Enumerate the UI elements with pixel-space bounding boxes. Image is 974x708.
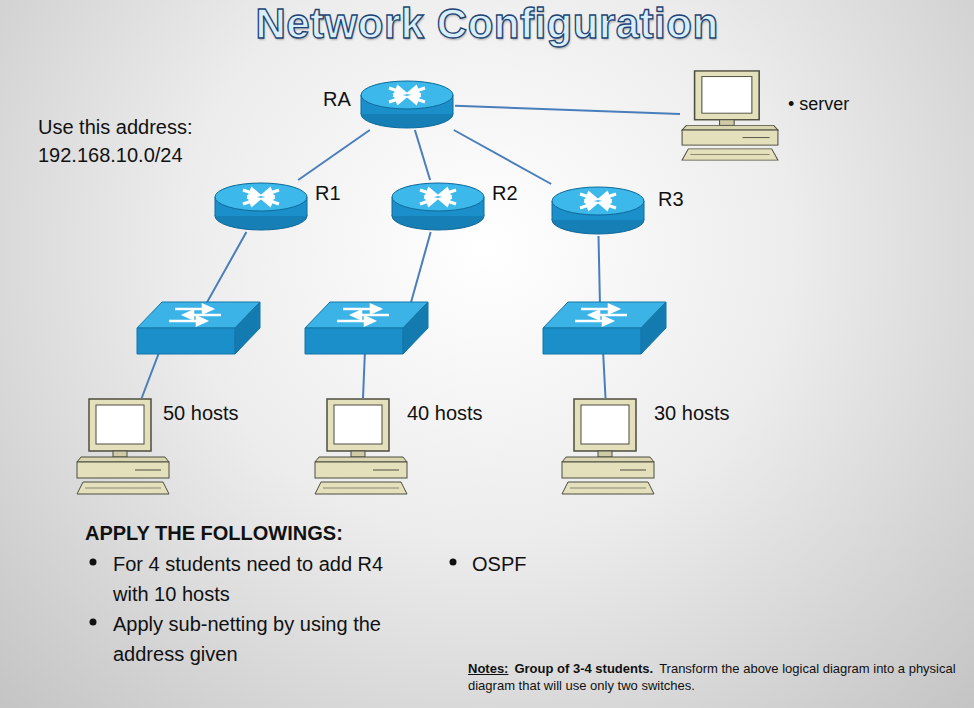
notes-block: Notes:Group of 3-4 students.Transform th…: [468, 660, 968, 694]
server-node: • server: [680, 70, 780, 162]
router-symbol: [213, 180, 309, 232]
network-link: [298, 130, 370, 180]
address-text: Use this address:: [38, 112, 193, 142]
computer-symbol: [75, 398, 171, 496]
computer-symbol: [313, 398, 409, 496]
computer-symbol: [560, 398, 656, 496]
router-symbol: [359, 78, 455, 130]
bullet-text: For 4 students need to add R4 with 10 ho…: [113, 549, 418, 609]
network-link: [415, 130, 430, 180]
router-node: R3: [550, 184, 646, 236]
router-name: R3: [658, 188, 684, 211]
router-node: RA: [359, 78, 455, 130]
host-count: 50 hosts: [163, 402, 239, 425]
note-text: Notes:: [468, 661, 508, 676]
bullet-dot: [450, 559, 457, 566]
host-count: • server: [788, 94, 849, 115]
network-link: [455, 106, 680, 114]
switch-symbol: [305, 302, 428, 354]
router-symbol: [390, 180, 486, 232]
host-node: 30 hosts: [560, 398, 656, 496]
bullet-text: Apply sub-netting by using the address g…: [113, 609, 418, 669]
router-node: R1: [213, 180, 309, 232]
bullet-dot: [90, 619, 97, 626]
note-text: Group of 3-4 students.: [514, 661, 653, 676]
network-link: [454, 130, 551, 184]
computer-symbol: [680, 70, 780, 162]
router-name: R2: [492, 182, 518, 205]
host-node: 50 hosts: [75, 398, 171, 496]
router-name: RA: [323, 88, 351, 111]
bullet-dot: [90, 559, 97, 566]
address-text: 192.168.10.0/24: [38, 140, 183, 170]
router-symbol: [550, 184, 646, 236]
bullet-text: OSPF: [472, 549, 526, 579]
switch-symbol: [137, 302, 260, 354]
diagram-title: Network Configuration: [0, 0, 974, 48]
section-heading: APPLY THE FOLLOWINGS:: [85, 518, 343, 548]
switch-symbol: [543, 302, 666, 354]
router-node: R2: [390, 180, 486, 232]
host-count: 30 hosts: [654, 402, 730, 425]
host-count: 40 hosts: [407, 402, 483, 425]
host-node: 40 hosts: [313, 398, 409, 496]
router-name: R1: [315, 182, 341, 205]
